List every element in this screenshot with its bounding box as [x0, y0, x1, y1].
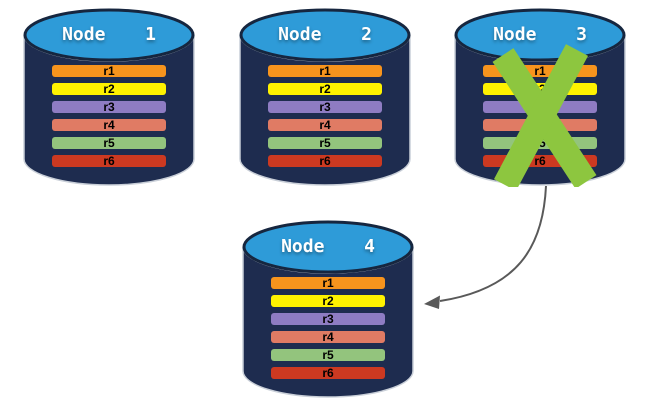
replica-bar-r3: r3	[52, 101, 166, 113]
replica-bar-r4: r4	[271, 331, 385, 343]
replica-bar-r6: r6	[52, 155, 166, 167]
arrow-curve	[439, 185, 547, 302]
node-4: Node 4 r1 r2 r3 r4 r5 r6	[241, 219, 415, 399]
node-1: Node 1 r1 r2 r3 r4 r5 r6	[22, 7, 196, 187]
replica-bar-r2: r2	[52, 83, 166, 95]
node-title: Node 2	[278, 24, 372, 45]
replica-bar-r2: r2	[268, 83, 382, 95]
cylinder-top	[242, 220, 414, 274]
replica-bar-r6: r6	[268, 155, 382, 167]
replica-bar-r3: r3	[268, 101, 382, 113]
node-title: Node 1	[62, 24, 156, 45]
arrow-head-icon	[424, 295, 440, 309]
cylinder-top	[239, 8, 411, 62]
replica-list: r1 r2 r3 r4 r5 r6	[268, 65, 382, 173]
node-3: Node 3 r1 r2 r3 r4 r5 r6	[453, 7, 627, 187]
replica-bar-r1: r1	[271, 277, 385, 289]
replica-bar-r4: r4	[268, 119, 382, 131]
cylinder-top	[23, 8, 195, 62]
replica-bar-r5: r5	[268, 137, 382, 149]
replica-bar-r1: r1	[52, 65, 166, 77]
replica-bar-r4: r4	[52, 119, 166, 131]
replica-bar-r3: r3	[271, 313, 385, 325]
replica-list: r1 r2 r3 r4 r5 r6	[52, 65, 166, 173]
failure-x-icon	[492, 44, 597, 187]
replica-bar-r2: r2	[271, 295, 385, 307]
replica-bar-r6: r6	[271, 367, 385, 379]
replica-list: r1 r2 r3 r4 r5 r6	[271, 277, 385, 385]
replica-bar-r5: r5	[271, 349, 385, 361]
cylinder-top	[454, 8, 626, 62]
node-2: Node 2 r1 r2 r3 r4 r5 r6	[238, 7, 412, 187]
replica-bar-r1: r1	[268, 65, 382, 77]
node-title: Node 3	[493, 24, 587, 45]
node-title: Node 4	[281, 236, 375, 257]
replica-bar-r5: r5	[52, 137, 166, 149]
